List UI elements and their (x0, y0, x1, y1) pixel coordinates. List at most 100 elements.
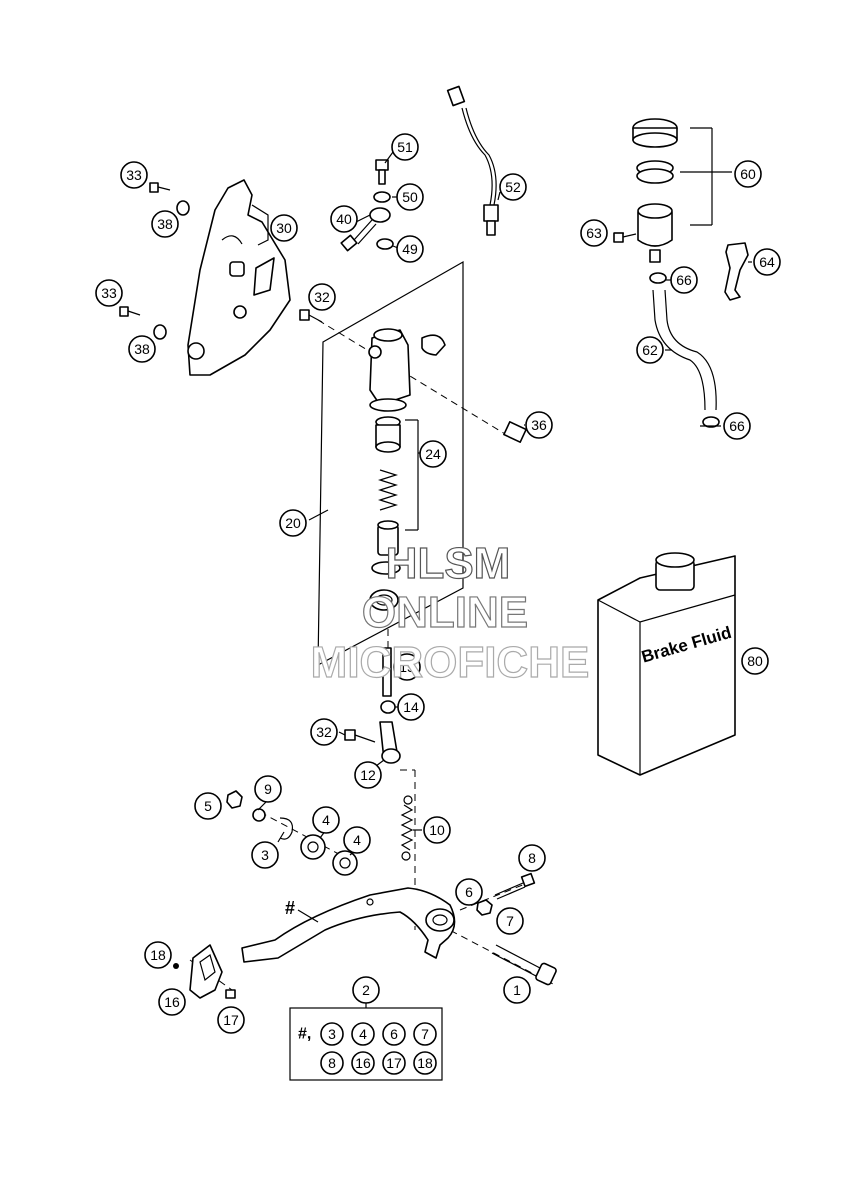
callout-c24: 24 (419, 440, 447, 468)
pedal-tip-16 (189, 944, 223, 999)
nut-5 (226, 790, 243, 809)
bearing-4-outer (300, 834, 326, 860)
callout-c66a: 66 (670, 266, 698, 294)
callout-c18-label: 18 (150, 947, 166, 963)
bearing-4-inner (332, 850, 358, 876)
kit-item-8: 8 (320, 1051, 344, 1075)
callout-c2-label: 2 (362, 982, 370, 998)
bracket-line (308, 509, 329, 521)
callout-c16-label: 16 (164, 994, 180, 1010)
leader-line (259, 811, 351, 861)
reservoir-hose-62 (652, 289, 717, 411)
callout-c33b: 33 (95, 279, 123, 307)
hose-clamp-66-lower (702, 416, 720, 428)
kit-item-6-label: 6 (390, 1026, 398, 1042)
callout-c32b-label: 32 (316, 724, 332, 740)
seal-ring-50 (373, 191, 391, 203)
kit-item-16-label: 16 (355, 1055, 371, 1071)
callout-c6-label: 6 (465, 884, 473, 900)
watermark-line-3: MICROFICHE (311, 638, 590, 687)
leader-line (338, 731, 346, 736)
leader-line (277, 831, 285, 843)
kit-item-3-label: 3 (328, 1026, 336, 1042)
callout-c63-label: 63 (586, 225, 602, 241)
callout-c50-label: 50 (402, 189, 418, 205)
callout-c1: 1 (503, 976, 531, 1004)
callout-c8-label: 8 (528, 850, 536, 866)
bolt-32-lower (344, 729, 376, 743)
callout-c5-label: 5 (204, 798, 212, 814)
screw-17 (225, 989, 236, 999)
callout-c38b-label: 38 (134, 341, 150, 357)
brake-light-switch (446, 85, 499, 236)
callout-c10-label: 10 (429, 822, 445, 838)
callout-c40: 40 (330, 205, 358, 233)
leader-line (317, 319, 516, 441)
callout-c64: 64 (753, 248, 781, 276)
callout-c4b: 4 (343, 826, 371, 854)
watermark-line-1: HLSM (386, 539, 511, 588)
callout-c7-label: 7 (506, 913, 514, 929)
piston-sleeve (375, 416, 401, 453)
reservoir-diaphragm (636, 160, 674, 184)
callout-c12: 12 (354, 761, 382, 789)
return-spring (400, 795, 414, 861)
callout-c15-label: 15 (399, 659, 415, 675)
washer-38-upper (176, 200, 190, 216)
banjo-fitting-40 (340, 207, 391, 252)
callout-c38a-label: 38 (157, 216, 173, 232)
seal-ring-49 (376, 238, 394, 250)
pivot-bolt-1 (491, 944, 557, 986)
reservoir-cap (632, 118, 678, 148)
nut-6 (476, 899, 493, 916)
circlip-3 (279, 817, 294, 840)
callout-c60-label: 60 (740, 166, 756, 182)
washer-38-lower (153, 324, 167, 340)
callout-c14-label: 14 (403, 699, 419, 715)
callout-c49: 49 (396, 235, 424, 263)
callout-c50: 50 (396, 183, 424, 211)
callout-c49-label: 49 (402, 241, 418, 257)
kit-item-7: 7 (413, 1022, 437, 1046)
callout-c15: 15 (393, 653, 421, 681)
callout-c4b-label: 4 (353, 832, 361, 848)
piston-seal (371, 561, 401, 575)
dust-boot (369, 589, 399, 611)
callout-c40-label: 40 (336, 211, 352, 227)
callout-c30-label: 30 (276, 220, 292, 236)
callout-c3: 3 (251, 841, 279, 869)
callout-c64-label: 64 (759, 254, 775, 270)
kit-item-7-label: 7 (421, 1026, 429, 1042)
callout-c12-label: 12 (360, 767, 376, 783)
watermark-line-2: ONLINE (362, 588, 528, 637)
callout-c32b: 32 (310, 718, 338, 746)
callout-c38b: 38 (128, 335, 156, 363)
banjo-bolt-51 (375, 159, 389, 185)
callout-c4a: 4 (312, 806, 340, 834)
kit-item-3: 3 (320, 1022, 344, 1046)
callout-c52-label: 52 (505, 179, 521, 195)
callout-c33a: 33 (120, 161, 148, 189)
callout-c60: 60 (734, 160, 762, 188)
callout-c10: 10 (423, 816, 451, 844)
callout-c4a-label: 4 (322, 812, 330, 828)
callout-c36: 36 (525, 411, 553, 439)
callout-c62-label: 62 (642, 342, 658, 358)
bolt-33-upper (149, 182, 171, 193)
kit-item-18: 18 (413, 1051, 437, 1075)
clevis-12 (379, 721, 401, 764)
kit-item-4: 4 (351, 1022, 375, 1046)
kit-item-17-label: 17 (386, 1055, 402, 1071)
callout-c80: 80 (741, 647, 769, 675)
callout-c9: 9 (254, 775, 282, 803)
callout-c5: 5 (194, 792, 222, 820)
leader-line (497, 191, 501, 201)
kit-item-16: 16 (351, 1051, 375, 1075)
brake-pedal (241, 887, 456, 963)
callout-c20-label: 20 (285, 515, 301, 531)
callout-c14: 14 (397, 693, 425, 721)
adjuster-bolt-8 (494, 872, 536, 900)
callout-c80-label: 80 (747, 653, 763, 669)
